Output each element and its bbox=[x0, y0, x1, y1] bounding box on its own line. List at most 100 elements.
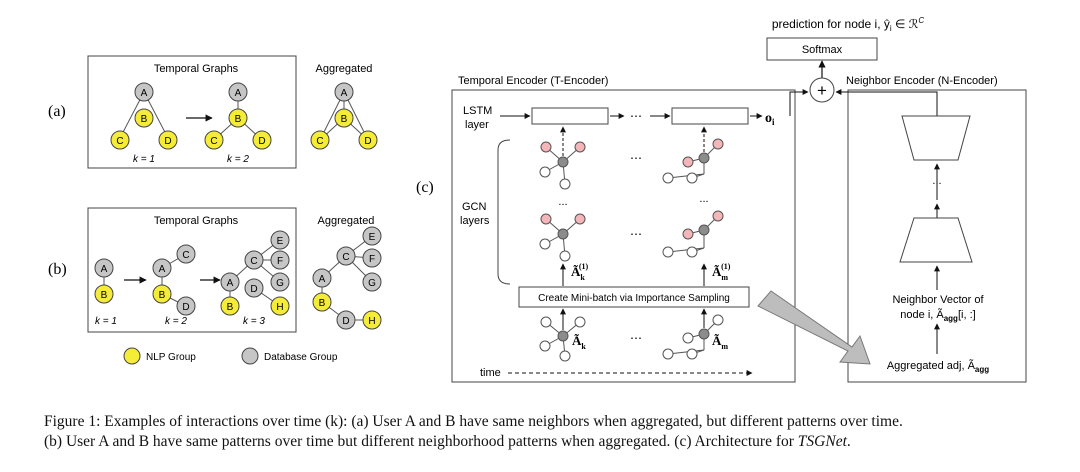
prediction-label: prediction for node i, ŷi ∈ ℛC bbox=[772, 16, 925, 33]
svg-text:B: B bbox=[341, 114, 348, 125]
svg-text:G: G bbox=[368, 278, 376, 289]
node-c: C bbox=[244, 250, 264, 270]
softmax-box bbox=[766, 37, 878, 61]
plus-symbol: + bbox=[817, 81, 827, 100]
panel-b-label: (b) bbox=[48, 261, 67, 278]
node-b: B bbox=[220, 296, 240, 316]
svg-text:H: H bbox=[368, 316, 375, 327]
input-graph-k bbox=[539, 316, 586, 362]
gcn-graph-m-top bbox=[662, 138, 724, 184]
svg-text:A: A bbox=[319, 274, 326, 285]
svg-text:F: F bbox=[369, 254, 375, 265]
svg-text:C: C bbox=[250, 256, 257, 267]
figure-caption: Figure 1: Examples of interactions over … bbox=[44, 412, 1054, 452]
node-h: H bbox=[362, 310, 382, 330]
svg-text:NLP Group: NLP Group bbox=[146, 352, 196, 363]
svg-text:B: B bbox=[159, 290, 166, 301]
node-c: C bbox=[204, 130, 224, 150]
svg-text:B: B bbox=[319, 298, 326, 309]
gcn-graph-m-bottom bbox=[662, 210, 724, 258]
node-c: C bbox=[110, 130, 130, 150]
svg-text:D: D bbox=[250, 284, 257, 295]
n-encoder-title: Neighbor Encoder (N-Encoder) bbox=[846, 75, 998, 87]
svg-text:D: D bbox=[342, 316, 349, 327]
node-c: C bbox=[176, 244, 196, 264]
panel-b-k2-label: k = 2 bbox=[165, 316, 187, 327]
node-a: A bbox=[152, 258, 172, 278]
panel-a-frame bbox=[87, 55, 297, 169]
gcn-ellipsis-k: ... bbox=[558, 196, 567, 208]
gcn-graph-k-top bbox=[539, 141, 586, 190]
svg-text:B: B bbox=[235, 114, 242, 125]
gcn-ellipsis-m: ... bbox=[699, 193, 708, 205]
t-encoder-title: Temporal Encoder (T-Encoder) bbox=[458, 75, 608, 87]
svg-text:D: D bbox=[258, 136, 265, 147]
aggregated-adj-label: Aggregated adj, Ãagg bbox=[887, 359, 989, 374]
node-f: F bbox=[270, 250, 290, 270]
svg-text:C: C bbox=[182, 250, 189, 261]
panel-a-k2-label: k = 2 bbox=[227, 154, 249, 165]
plus-node bbox=[809, 77, 835, 103]
svg-text:E: E bbox=[369, 232, 376, 243]
sampling-flow-arrow bbox=[757, 290, 871, 365]
svg-text:A: A bbox=[235, 88, 242, 99]
node-g: G bbox=[270, 272, 290, 292]
minibatch-box bbox=[518, 286, 750, 308]
n-encoder-to-plus-arrow bbox=[835, 89, 938, 116]
panel-a-aggregated: Aggregated bbox=[316, 63, 373, 75]
svg-text:B: B bbox=[227, 302, 234, 313]
input-dots: ⋯ bbox=[630, 331, 642, 345]
svg-text:G: G bbox=[276, 278, 284, 289]
a-m-label: Ãm bbox=[712, 333, 728, 351]
svg-text:A: A bbox=[341, 88, 348, 99]
lstm-cell-m bbox=[671, 107, 749, 125]
gcn-dots-bottom: ⋯ bbox=[630, 227, 642, 241]
lstm-cell-k bbox=[531, 107, 609, 125]
svg-text:B: B bbox=[141, 114, 148, 125]
node-d: D bbox=[176, 296, 196, 316]
a-k-label: Ãk bbox=[572, 333, 586, 351]
svg-text:C: C bbox=[210, 136, 217, 147]
node-d: D bbox=[336, 310, 356, 330]
lstm-label-line2: layer bbox=[465, 119, 489, 131]
svg-text:C: C bbox=[116, 136, 123, 147]
node-a: A bbox=[134, 82, 154, 102]
node-d: D bbox=[244, 278, 264, 298]
time-label: time bbox=[480, 367, 501, 379]
svg-text:A: A bbox=[141, 88, 148, 99]
figure-canvas: (a) Temporal Graphs Aggregated A B C D k… bbox=[48, 16, 1027, 383]
panel-a-k1-label: k = 1 bbox=[133, 154, 155, 165]
node-a: A bbox=[312, 268, 332, 288]
svg-text:D: D bbox=[182, 302, 189, 313]
svg-text:H: H bbox=[276, 302, 283, 313]
caption-line-1: Figure 1: Examples of interactions over … bbox=[44, 413, 903, 430]
gcn-bracket bbox=[497, 139, 511, 285]
minibatch-label: Create Mini-batch via Importance Samplin… bbox=[538, 293, 730, 304]
n-encoder-frame bbox=[847, 89, 1027, 383]
node-a: A bbox=[220, 272, 240, 292]
input-graph-m bbox=[662, 314, 724, 360]
caption-line-2-end: . bbox=[846, 433, 851, 450]
caption-line-2-main: (b) User A and B have same patterns over… bbox=[44, 433, 798, 450]
node-b: B bbox=[152, 284, 172, 304]
node-b: B bbox=[94, 284, 114, 304]
panel-a-label: (a) bbox=[48, 103, 66, 120]
svg-text:A: A bbox=[159, 264, 166, 275]
node-b: B bbox=[228, 108, 248, 128]
gcn-label-line2: layers bbox=[460, 215, 490, 227]
node-e: E bbox=[362, 226, 382, 246]
svg-text:Database Group: Database Group bbox=[264, 352, 338, 363]
node-h: H bbox=[270, 296, 290, 316]
svg-text:A: A bbox=[227, 278, 234, 289]
svg-text:C: C bbox=[316, 136, 323, 147]
neighbor-vector-line2: node i, Ãagg[i, :] bbox=[900, 308, 975, 323]
node-f: F bbox=[362, 248, 382, 268]
panel-b-k1-label: k = 1 bbox=[95, 316, 117, 327]
legend-nlp: NLP Group bbox=[123, 347, 196, 365]
lstm-dots: ⋯ bbox=[630, 109, 642, 123]
t-encoder-frame bbox=[451, 89, 796, 383]
panel-b-k3-label: k = 3 bbox=[243, 316, 265, 327]
neighbor-vector-line1: Neighbor Vector of bbox=[892, 294, 984, 306]
svg-text:D: D bbox=[164, 136, 171, 147]
panel-b-frame bbox=[87, 207, 297, 333]
